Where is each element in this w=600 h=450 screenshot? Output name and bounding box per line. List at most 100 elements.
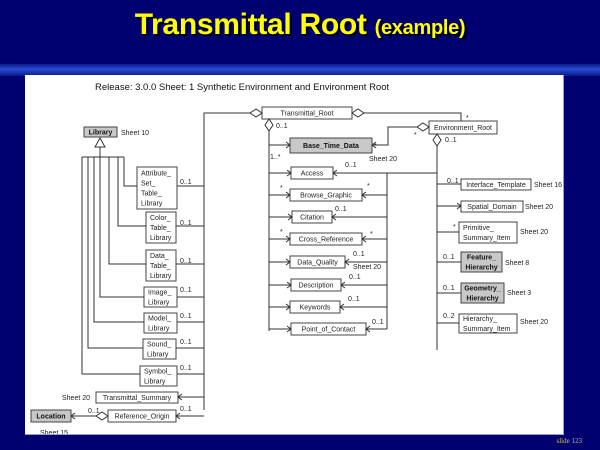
association-line [364, 112, 462, 121]
class-name-symbol-library: Symbol_ [144, 369, 171, 376]
class-name-keywords: Keywords [300, 305, 331, 312]
class-name-hierarchy-summary-item: Hierarchy_ [463, 316, 497, 323]
association-line [87, 157, 143, 349]
diagram-header: Release: 3.0.0 Sheet: 1 Synthetic Enviro… [95, 82, 390, 93]
class-name-data-table-library: Table_ [150, 263, 171, 270]
sheet-reference-base-time-data: Sheet 20 [369, 156, 397, 163]
multiplicity-data-table-library: 0..1 [180, 258, 192, 265]
navigation-arrow-icon [340, 281, 346, 289]
multiplicity-browse-left: * [280, 185, 283, 192]
multiplicity-keywords: 0..1 [348, 296, 360, 303]
multiplicity-location: 0..1 [88, 408, 100, 415]
class-name-attribute-set-table-library: Attribute_ [141, 171, 171, 178]
multiplicity-sound-library: 0..1 [180, 339, 192, 346]
navigation-arrow-icon [456, 202, 462, 210]
sheet-reference-location: Sheet 15 [40, 430, 68, 434]
association-line [123, 157, 137, 187]
multiplicity-data-quality: 0..1 [353, 251, 365, 258]
multiplicity-env-children: 0..1 [445, 137, 457, 144]
navigation-arrow-icon [177, 393, 183, 401]
class-name-transmittal-summary: Transmittal_Summary [103, 395, 172, 402]
class-name-environment-root: Environment_Root [434, 125, 492, 132]
class-name-spatial-domain: Spatial_Domain [467, 204, 517, 211]
association-line [99, 157, 144, 298]
multiplicity-reference-origin: 0..1 [180, 406, 192, 413]
navigation-arrow-icon [332, 169, 338, 177]
navigation-arrow-icon [70, 412, 76, 420]
slide-number: slide 123 [556, 437, 582, 445]
class-name-interface-template: Interface_Template [466, 182, 526, 189]
navigation-arrow-icon [285, 191, 291, 199]
sheet-reference-hierarchy-summary-item: Sheet 20 [520, 319, 548, 326]
slide-title-suffix: (example) [374, 17, 466, 39]
navigation-arrow-icon [175, 412, 181, 420]
class-name-model-library: Model_ [148, 316, 171, 323]
class-box-data-table-library[interactable] [145, 249, 177, 282]
aggregation-diamond-icon [249, 108, 263, 118]
navigation-arrow-icon [286, 169, 292, 177]
class-name-geometry-hierarchy: Hierarchy [466, 296, 498, 303]
navigation-arrow-icon [331, 213, 337, 221]
aggregation-diamond-icon [351, 108, 365, 118]
multiplicity-description: 0..1 [349, 274, 361, 281]
sheet-reference-feature-hierarchy: Sheet 8 [505, 260, 529, 267]
multiplicity-tr-to-env-star: * [466, 115, 469, 122]
association-line [93, 157, 144, 323]
sheet-reference-interface-template: Sheet 16 [534, 182, 562, 189]
class-box-sound-library[interactable] [142, 338, 177, 360]
class-name-image-library: Library [148, 300, 170, 307]
navigation-arrow-icon [285, 303, 291, 311]
multiplicity-symbol-library: 0..1 [180, 365, 192, 372]
multiplicity-interface-template: 0..1 [447, 178, 459, 185]
multiplicity-point-of-contact: 0..1 [372, 319, 384, 326]
class-name-attribute-set-table-library: Table_ [141, 191, 162, 198]
navigation-arrow-icon [361, 191, 367, 199]
class-name-data-quality: Data_Quality [297, 260, 338, 267]
sheet-reference-transmittal-summary: Sheet 20 [62, 395, 90, 402]
class-name-sound-library: Sound_ [147, 342, 171, 349]
sheet-reference-geometry-hierarchy: Sheet 3 [507, 290, 531, 297]
multiplicity-image-library: 0..1 [180, 287, 192, 294]
association-line [108, 157, 146, 265]
class-box-attribute-set-table-library[interactable] [136, 166, 178, 210]
navigation-arrow-icon [365, 325, 371, 333]
class-name-library: Library [89, 130, 113, 137]
association-line [203, 112, 250, 410]
multiplicity-hierarchy-summary-item: 0..2 [443, 313, 455, 320]
class-name-sound-library: Library [147, 352, 169, 359]
class-box-color-table-library[interactable] [145, 211, 177, 244]
class-name-citation: Citation [300, 215, 324, 222]
class-name-primitive-summary-item: Primitive_ [463, 225, 494, 232]
class-name-attribute-set-table-library: Set_ [141, 181, 156, 188]
class-box-model-library[interactable] [143, 312, 178, 334]
association-line [436, 322, 459, 350]
navigation-arrow-icon [285, 235, 291, 243]
multiplicity-feature-hierarchy: 0..1 [443, 254, 455, 261]
navigation-arrow-icon [344, 258, 350, 266]
class-name-hierarchy-summary-item: Summary_Item [463, 326, 511, 333]
sheet-reference-spatial-domain: Sheet 20 [525, 204, 553, 211]
aggregation-diamond-icon [432, 133, 442, 147]
multiplicity-citation: 0..1 [335, 206, 347, 213]
slide-title: Transmittal Root (example) [0, 8, 600, 42]
uml-diagram-canvas: Release: 3.0.0 Sheet: 1 Synthetic Enviro… [25, 75, 564, 435]
class-name-primitive-summary-item: Summary_Item [463, 235, 511, 242]
multiplicity-base-data-many: 1..* [270, 154, 281, 161]
multiplicity-xref-left: * [280, 229, 283, 236]
class-box-library[interactable] [83, 126, 118, 138]
uml-diagram: Release: 3.0.0 Sheet: 1 Synthetic Enviro… [30, 82, 562, 434]
sheet-reference-data-quality: Sheet 20 [353, 264, 381, 271]
navigation-arrow-icon [285, 258, 291, 266]
class-name-model-library: Library [148, 326, 170, 333]
class-name-feature-hierarchy: Hierarchy [465, 265, 497, 272]
sheet-reference-library: Sheet 10 [121, 130, 149, 137]
multiplicity-browse-right: * [367, 183, 370, 190]
class-name-description: Description [298, 283, 333, 290]
class-name-image-library: Image_ [148, 290, 171, 297]
class-name-access: Access [301, 171, 324, 178]
class-name-color-table-library: Table_ [150, 225, 171, 232]
class-box-symbol-library[interactable] [139, 365, 178, 387]
class-name-base-time-data: Base_Time_Data [303, 143, 359, 150]
class-name-symbol-library: Library [144, 379, 166, 386]
class-name-transmittal-root: Transmittal_Root [280, 111, 333, 118]
